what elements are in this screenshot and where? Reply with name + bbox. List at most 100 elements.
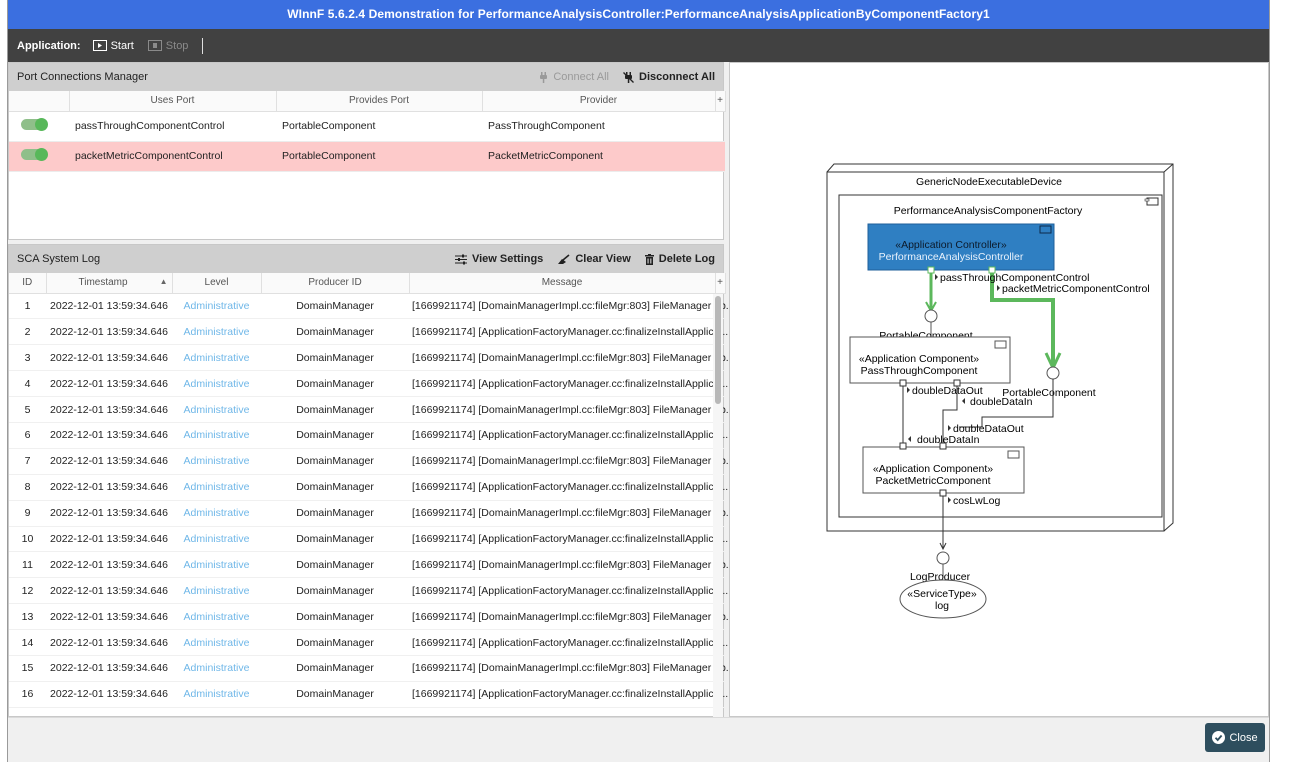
arrow-icon: [908, 436, 911, 442]
interface-lollipop[interactable]: [924, 309, 938, 323]
delete-log-button[interactable]: Delete Log: [644, 253, 715, 265]
log-message-cell: [1669921174] [DomainManagerImpl.cc:fileM…: [409, 448, 735, 475]
port-square[interactable]: [939, 442, 947, 450]
window-title: WInnF 5.6.2.4 Demonstration for Performa…: [8, 0, 1269, 29]
column-header[interactable]: Uses Port: [69, 91, 277, 112]
uses-port-cell: packetMetricComponentControl: [69, 141, 276, 172]
log-producer-cell: DomainManager: [261, 681, 409, 708]
log-message-cell: [1669921174] [ApplicationFactoryManager.…: [409, 474, 728, 501]
footer-bar: Close: [8, 717, 1269, 762]
log-message-cell: [1669921174] [DomainManagerImpl.cc:fileM…: [409, 500, 735, 527]
packetmetric-box[interactable]: [862, 446, 1025, 494]
service-ellipse[interactable]: [899, 579, 987, 619]
add-column-button[interactable]: +: [715, 91, 726, 112]
disconnect-all-button[interactable]: Disconnect All: [623, 71, 715, 83]
table-row[interactable]: packetMetricComponentControl PortableCom…: [9, 141, 725, 172]
log-timestamp-cell: 2022-12-01 13:59:34.646: [46, 500, 172, 527]
connect-all-button[interactable]: Connect All: [539, 71, 609, 83]
log-message-cell: [1669921174] [DomainManagerImpl.cc:fileM…: [409, 344, 735, 372]
log-id-cell: 16: [9, 681, 46, 708]
eraser-icon: [558, 253, 570, 264]
log-producer-cell: DomainManager: [261, 655, 409, 682]
log-timestamp-cell: 2022-12-01 13:59:34.646: [46, 293, 172, 320]
log-id-cell: 6: [9, 422, 46, 449]
table-row[interactable]: passThroughComponentControl PortableComp…: [9, 111, 725, 142]
port-square[interactable]: [899, 442, 907, 450]
data-connection[interactable]: [902, 379, 1054, 446]
log-level-cell: Administrative: [172, 500, 261, 527]
system-log-title: SCA System Log: [17, 253, 101, 265]
log-producer-cell: DomainManager: [261, 370, 409, 398]
column-header[interactable]: ID: [9, 273, 47, 294]
log-timestamp-cell: 2022-12-01 13:59:34.646: [46, 344, 172, 372]
play-icon: [92, 40, 107, 51]
packetmetric-name: PacketMetricComponent: [876, 475, 991, 487]
log-producer-cell: DomainManager: [261, 474, 409, 501]
connection-toggle[interactable]: [21, 148, 48, 161]
log-scrollbar-thumb[interactable]: [715, 296, 721, 404]
controller-name: PerformanceAnalysisController: [879, 251, 1024, 263]
log-level-cell: Administrative: [172, 293, 261, 320]
sliders-icon: [454, 254, 467, 264]
port-square[interactable]: [939, 489, 947, 497]
log-id-cell: 10: [9, 526, 46, 553]
log-timestamp-cell: 2022-12-01 13:59:34.646: [46, 577, 172, 605]
port-square[interactable]: [899, 379, 907, 387]
log-id-cell: 15: [9, 655, 46, 682]
log-level-cell: Administrative: [172, 577, 261, 605]
interface-lollipop[interactable]: [1046, 366, 1060, 380]
log-message-cell: [1669921174] [ApplicationFactoryManager.…: [409, 318, 728, 346]
log-producer-cell: DomainManager: [261, 422, 409, 449]
unplug-icon: [623, 71, 634, 83]
view-settings-button[interactable]: View Settings: [454, 253, 544, 265]
passthrough-box[interactable]: [849, 336, 1011, 384]
log-message-cell: [1669921174] [ApplicationFactoryManager.…: [409, 422, 728, 449]
column-header[interactable]: Message: [409, 273, 716, 294]
column-header[interactable]: Producer ID: [261, 273, 410, 294]
column-header[interactable]: Timestamp▲: [46, 273, 173, 294]
log-timestamp-cell: 2022-12-01 13:59:34.646: [46, 526, 172, 553]
connection-toggle[interactable]: [21, 118, 48, 131]
log-level-cell: Administrative: [172, 681, 261, 708]
app-window: WInnF 5.6.2.4 Demonstration for Performa…: [7, 0, 1270, 762]
port-square[interactable]: [953, 379, 961, 387]
log-message-cell: [1669921174] [ApplicationFactoryManager.…: [409, 370, 728, 398]
start-button[interactable]: Start: [92, 40, 134, 52]
controller-box[interactable]: [867, 223, 1055, 271]
interface-lollipop[interactable]: [936, 551, 950, 565]
add-column-button[interactable]: +: [715, 273, 726, 294]
arrow-icon: [948, 497, 951, 503]
arrow-icon: [948, 425, 951, 431]
stop-button[interactable]: Stop: [147, 40, 188, 52]
log-producer-cell: DomainManager: [261, 577, 409, 605]
port-square[interactable]: [927, 266, 935, 274]
log-timestamp-cell: 2022-12-01 13:59:34.646: [46, 370, 172, 398]
log-message-cell: [1669921174] [DomainManagerImpl.cc:fileM…: [409, 551, 735, 579]
column-header[interactable]: Level: [172, 273, 262, 294]
close-button[interactable]: Close: [1205, 723, 1265, 752]
column-header[interactable]: Provider: [482, 91, 716, 112]
log-message-cell: [1669921174] [ApplicationFactoryManager.…: [409, 526, 728, 553]
view-settings-label: View Settings: [471, 253, 544, 265]
port-square[interactable]: [988, 266, 996, 274]
column-header[interactable]: Provides Port: [276, 91, 483, 112]
clear-view-button[interactable]: Clear View: [557, 253, 631, 265]
log-scrollbar-track[interactable]: [713, 294, 723, 718]
service-stereotype: «ServiceType»: [907, 588, 977, 600]
